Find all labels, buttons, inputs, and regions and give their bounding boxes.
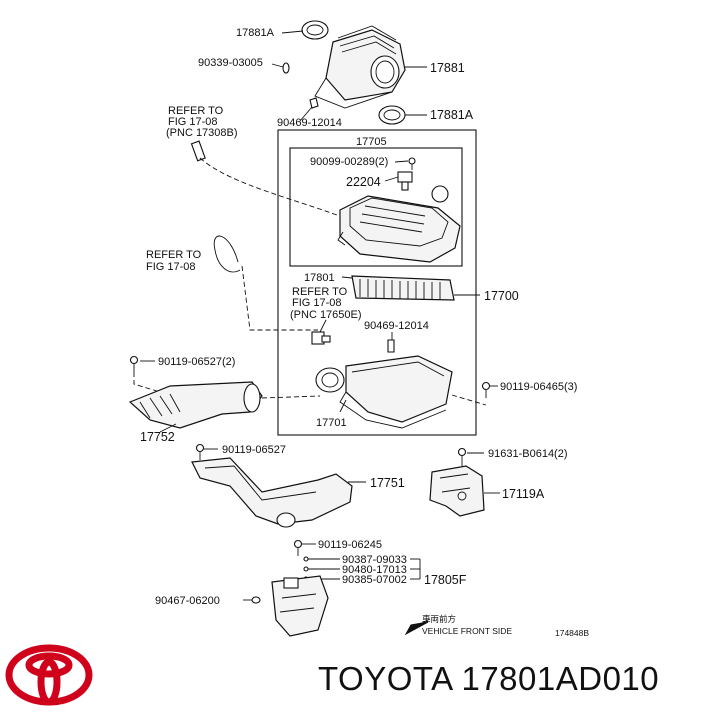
label-17751: 17751 — [370, 476, 405, 490]
label-vehicle-front-side: VEHICLE FRONT SIDE — [422, 626, 512, 636]
bracket-17119A — [429, 465, 485, 517]
screw-90339 — [282, 62, 290, 74]
label-17881A-bottom: 17881A — [430, 108, 474, 122]
label-refer1-line2: FIG 17-08 — [168, 116, 218, 128]
label-90119-06527-2: 90119-06527(2) — [158, 356, 235, 368]
label-90119-06527: 90119-06527 — [222, 444, 286, 456]
bolt-91631 — [457, 447, 467, 466]
label-90119-06245: 90119-06245 — [318, 539, 382, 551]
sensor-22204 — [397, 171, 413, 191]
label-refer3-line2: FIG 17-08 — [292, 297, 342, 309]
bolt-90119-06527 — [195, 443, 205, 460]
screw-90099 — [408, 157, 416, 170]
upper-case-17705 — [337, 185, 461, 263]
label-17705: 17705 — [356, 136, 387, 148]
screw-90467 — [251, 596, 261, 604]
label-90469-12014-top: 90469-12014 — [277, 117, 342, 129]
toyota-logo-icon — [5, 644, 93, 706]
lower-case-17701 — [315, 355, 453, 429]
part-number-title: TOYOTA 17801AD010 — [318, 660, 660, 697]
intake-duct-17751 — [191, 457, 353, 528]
label-17119A: 17119A — [502, 487, 545, 501]
label-90339-03005: 90339-03005 — [198, 57, 263, 69]
assembly-frame-17705 — [289, 147, 463, 267]
label-refer1-line1: REFER TO — [168, 105, 224, 117]
intake-hose-17881 — [314, 25, 406, 109]
valve-refer-17650E — [311, 331, 331, 345]
bolt-90119-06245 — [293, 539, 303, 556]
intake-duct-17752 — [128, 381, 263, 429]
label-17801: 17801 — [304, 272, 335, 284]
label-90119-06465: 90119-06465(3) — [500, 381, 577, 393]
label-90480-17013: 90480-17013 — [342, 564, 407, 576]
label-90099-00289: 90099-00289(2) — [310, 156, 388, 168]
label-figure-code: 174848B — [555, 628, 589, 638]
clamp-17881A-bottom — [378, 105, 406, 125]
label-22204: 22204 — [346, 175, 381, 189]
label-17881: 17881 — [430, 61, 465, 75]
resonator-17805F — [271, 575, 329, 637]
bolt-90119-06527-2 — [129, 355, 139, 372]
clip-90469-mid — [387, 339, 395, 353]
label-refer3-line1: REFER TO — [292, 286, 348, 298]
assembly-frame-17700 — [277, 129, 477, 436]
label-90467-06200: 90467-06200 — [155, 595, 220, 607]
label-90387-09033: 90387-09033 — [342, 554, 407, 566]
label-refer2-line1: REFER TO — [146, 249, 202, 261]
label-17752: 17752 — [140, 430, 175, 444]
label-refer3-line3: (PNC 17650E) — [290, 309, 362, 321]
label-90385-07002: 90385-07002 — [342, 574, 407, 586]
vehicle-front-arrow-icon — [404, 618, 431, 636]
air-filter-17801 — [351, 275, 455, 301]
label-refer1-line3: (PNC 17308B) — [166, 127, 238, 139]
label-vehicle-front-jp: 車両前方 — [422, 614, 456, 624]
label-17700: 17700 — [484, 289, 519, 303]
label-91631-B0614: 91631-B0614(2) — [488, 448, 568, 460]
bolt-90119-06465 — [481, 381, 491, 398]
label-90469-12014-mid: 90469-12014 — [364, 320, 429, 332]
clamp-17881A-top — [301, 20, 329, 40]
label-17805F: 17805F — [424, 573, 467, 587]
label-17701: 17701 — [316, 417, 347, 429]
label-refer2-line2: FIG 17-08 — [146, 261, 196, 273]
label-17881A-top: 17881A — [236, 27, 275, 39]
clip-90469-top — [309, 97, 319, 109]
